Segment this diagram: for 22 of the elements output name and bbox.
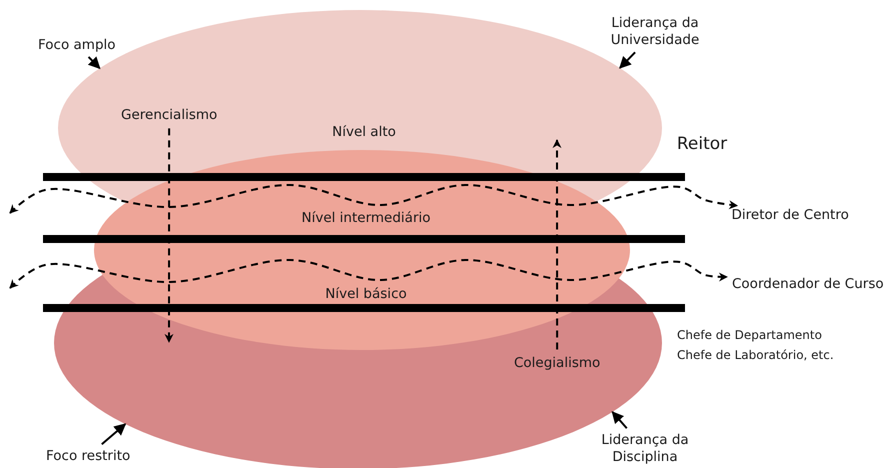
arrow xyxy=(612,411,628,429)
text-label: Liderança da Disciplina xyxy=(600,432,690,466)
dashed-arrow xyxy=(552,139,562,350)
dashed-arrow xyxy=(9,184,738,214)
level-label: Nível básico xyxy=(324,286,408,304)
arrow xyxy=(619,52,636,69)
level-label: Chefe de Departamento xyxy=(677,328,822,344)
dashed-arrow xyxy=(9,259,728,289)
level-label: Chefe de Laboratório, etc. xyxy=(677,348,834,364)
text-label: Gerencialismo xyxy=(121,106,218,124)
level-label: Nível alto xyxy=(331,124,397,142)
text-label: Liderança da Universidade xyxy=(610,15,700,49)
text-label: Foco amplo xyxy=(38,36,116,54)
text-label: Coordenador de Curso xyxy=(732,276,884,292)
text-label: Colegialismo xyxy=(514,354,600,372)
arrow xyxy=(101,423,126,445)
text-label: Foco restrito xyxy=(46,448,130,464)
text-label: Diretor de Centro xyxy=(732,206,849,224)
level-label: Reitor xyxy=(676,134,728,156)
level-label: Nível intermediário xyxy=(300,210,432,228)
arrow xyxy=(88,56,100,70)
dashed-arrow xyxy=(164,128,174,343)
